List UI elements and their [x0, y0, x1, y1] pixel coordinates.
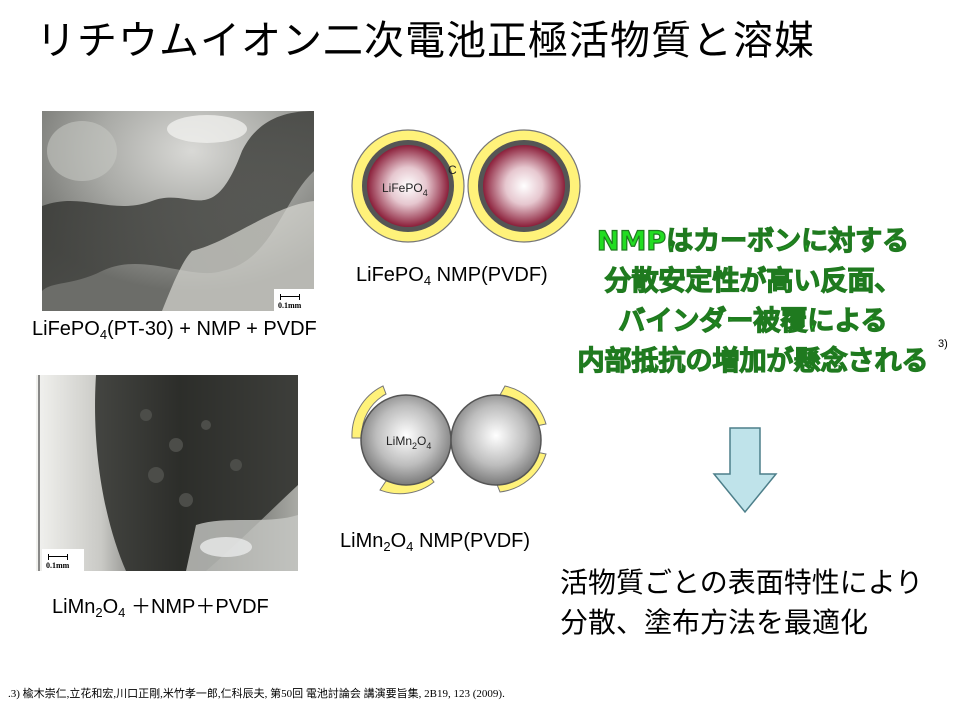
lifepo4-micrograph: 0.1mm	[42, 111, 314, 311]
particle-label: LiFePO4	[382, 181, 428, 198]
conclusion-text: 活物質ごとの表面特性により 分散、塗布方法を最適化	[560, 563, 923, 643]
page-title: リチウムイオン二次電池正極活物質と溶媒	[36, 18, 815, 64]
conclusion-line: 分散、塗布方法を最適化	[560, 606, 869, 639]
callout-line: バインダー被覆による	[618, 305, 888, 337]
callout-text: NMPはカーボンに対する 分散安定性が高い反面、 バインダー被覆による 内部抵抗…	[572, 222, 934, 382]
scale-bar: 0.1mm	[42, 549, 84, 571]
callout-line: 分散安定性が高い反面、	[604, 265, 902, 297]
callout-line: 内部抵抗の増加が懸念される	[577, 345, 929, 377]
particle-left	[367, 145, 449, 227]
limn2o4-micrograph-image	[36, 375, 298, 571]
limn2o4-particle-diagram: LiMn2O4	[351, 385, 547, 495]
limn2o4-diagram-caption: LiMn2O4 NMP(PVDF)	[340, 530, 531, 554]
callout-line: NMPはカーボンに対する	[596, 225, 910, 257]
particle-label: LiMn2O4	[386, 434, 431, 451]
lifepo4-micrograph-image	[42, 111, 314, 311]
lifepo4-photo-caption: LiFePO4(PT-30) + NMP + PVDF	[32, 318, 317, 342]
limn2o4-photo-caption: LiMn2O4 ＋NMP＋PVDF	[52, 596, 269, 620]
conclusion-line: 活物質ごとの表面特性により	[560, 566, 924, 599]
down-arrow-icon	[712, 427, 778, 514]
scale-bar-label: 0.1mm	[46, 561, 70, 570]
particle-right	[450, 394, 542, 486]
scale-bar: 0.1mm	[274, 289, 314, 311]
carbon-label: C	[448, 163, 457, 177]
reference-mark: 3)	[938, 338, 948, 350]
reference-footnote: .3) 楡木崇仁,立花和宏,川口正剛,米竹孝一郎,仁科辰夫, 第50回 電池討論…	[8, 688, 505, 700]
limn2o4-micrograph: 0.1mm	[36, 375, 298, 571]
lifepo4-diagram-caption: LiFePO4 NMP(PVDF)	[356, 264, 548, 288]
particle-right	[483, 145, 565, 227]
scale-bar-label: 0.1mm	[278, 301, 302, 310]
lifepo4-particle-diagram: LiFePO4 C	[351, 129, 581, 243]
